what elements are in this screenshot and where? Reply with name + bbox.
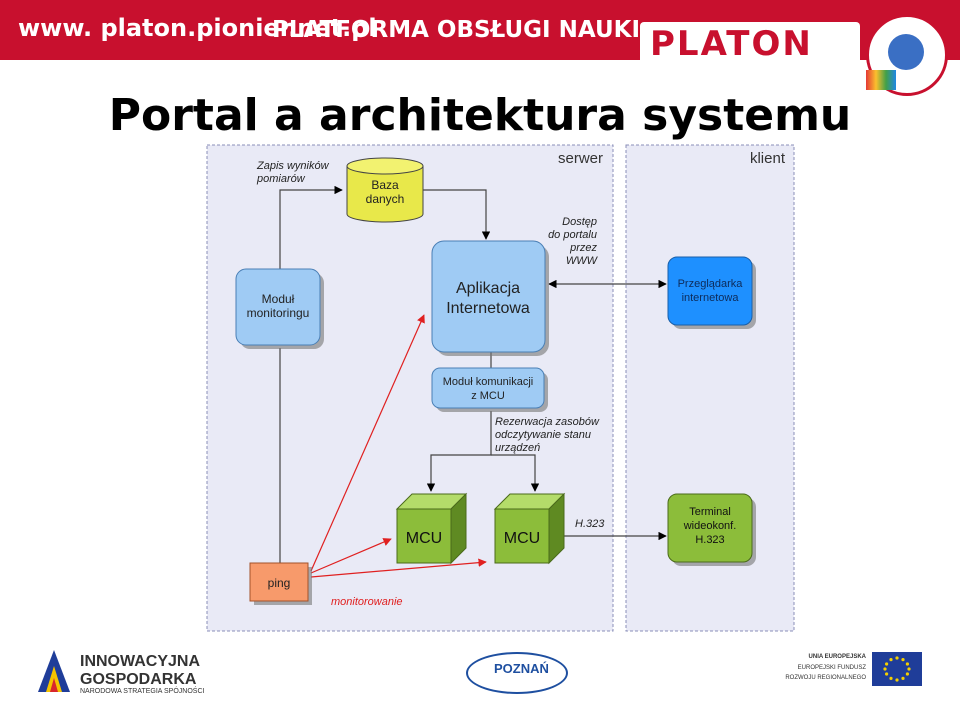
terminal-box [667, 493, 753, 563]
browser-label-1: Przeglądarka [678, 278, 744, 290]
mcu-2-label: MCU [504, 530, 540, 547]
mcu-1-label: MCU [406, 530, 442, 547]
monitoring-module-label-1: Moduł [262, 292, 295, 306]
note-results-1: Zapis wyników [256, 160, 330, 172]
note-access-1: Dostęp [562, 216, 597, 228]
ping-to-mcu1-arrow [310, 538, 392, 574]
db-to-app-line [422, 189, 491, 240]
mcu-2-cube [493, 492, 566, 565]
monitoring-arrows [310, 314, 487, 578]
comm-module-label-1: Moduł komunikacji [443, 376, 533, 388]
ig-line-3: NARODOWA STRATEGIA SPÓJNOŚCI [80, 688, 205, 695]
poznan-logo-icon [466, 652, 568, 694]
comm-module-box [431, 367, 545, 409]
pio-logo-inner-icon [888, 34, 924, 70]
innovative-economy-logo-icon [38, 650, 70, 692]
eu-flag-icon [872, 652, 922, 686]
database-icon [346, 157, 424, 223]
comm-to-mcu2-line [491, 454, 540, 492]
eu-line-1: UNIA EUROPEJSKA [808, 654, 866, 660]
ig-line-2: GOSPODARKA [80, 671, 197, 688]
comm-to-mcu-line [426, 411, 492, 492]
web-app-box [431, 240, 546, 353]
monitoring-module-label-2: monitoringu [247, 306, 310, 320]
client-zone-label: klient [750, 150, 786, 167]
architecture-diagram: serwer klient Baza danych Zapis wyników … [206, 144, 795, 632]
ping-to-mcu2-arrow [310, 558, 487, 578]
db-label-2: danych [366, 192, 405, 206]
comm-module-label-2: z MCU [471, 390, 505, 402]
note-access-3: przez [569, 242, 597, 254]
note-access-2: do portalu [548, 229, 597, 241]
terminal-label-1: Terminal [689, 506, 731, 518]
platon-logo-text: PLATON [650, 24, 813, 64]
browser-label-2: internetowa [682, 292, 740, 304]
note-results-2: pomiarów [256, 173, 306, 185]
browser-box [667, 256, 753, 326]
h323-link-label: H.323 [575, 518, 605, 530]
ping-to-app-arrow [310, 314, 425, 572]
server-zone-label: serwer [558, 150, 603, 167]
pio-color-strip-icon [866, 70, 896, 90]
monitoring-label: monitorowanie [331, 596, 403, 608]
db-label-1: Baza [371, 178, 399, 192]
note-reservation-2: odczytywanie stanu [495, 429, 591, 441]
poznan-logo-text: POZNAŃ [494, 661, 549, 676]
banner-url: www. platon.pionier.net.pl [18, 14, 377, 42]
platon-logo-box [640, 22, 860, 64]
note-reservation-3: urządzeń [495, 442, 540, 454]
eu-line-2: EUROPEJSKI FUNDUSZ [797, 665, 866, 671]
ping-label: ping [268, 576, 291, 590]
eu-line-3: ROZWOJU REGIONALNEGO [785, 675, 866, 681]
web-app-label-1: Aplikacja [456, 280, 520, 297]
note-reservation-1: Rezerwacja zasobów [495, 416, 600, 428]
web-app-label-2: Internetowa [446, 300, 530, 317]
slide-title: Portal a architektura systemu [108, 90, 852, 141]
terminal-label-2: wideokonf. [683, 520, 737, 532]
monitor-to-db-line [279, 185, 343, 269]
note-access-4: WWW [566, 255, 599, 267]
ping-box [249, 562, 309, 602]
mcu-1-cube [395, 492, 468, 565]
monitoring-module-box [235, 268, 321, 346]
ig-line-1: INNOWACYJNA [80, 653, 201, 670]
terminal-label-3: H.323 [695, 534, 724, 546]
banner-platform-name: PLATFORMA OBSŁUGI NAUKI [272, 17, 640, 43]
